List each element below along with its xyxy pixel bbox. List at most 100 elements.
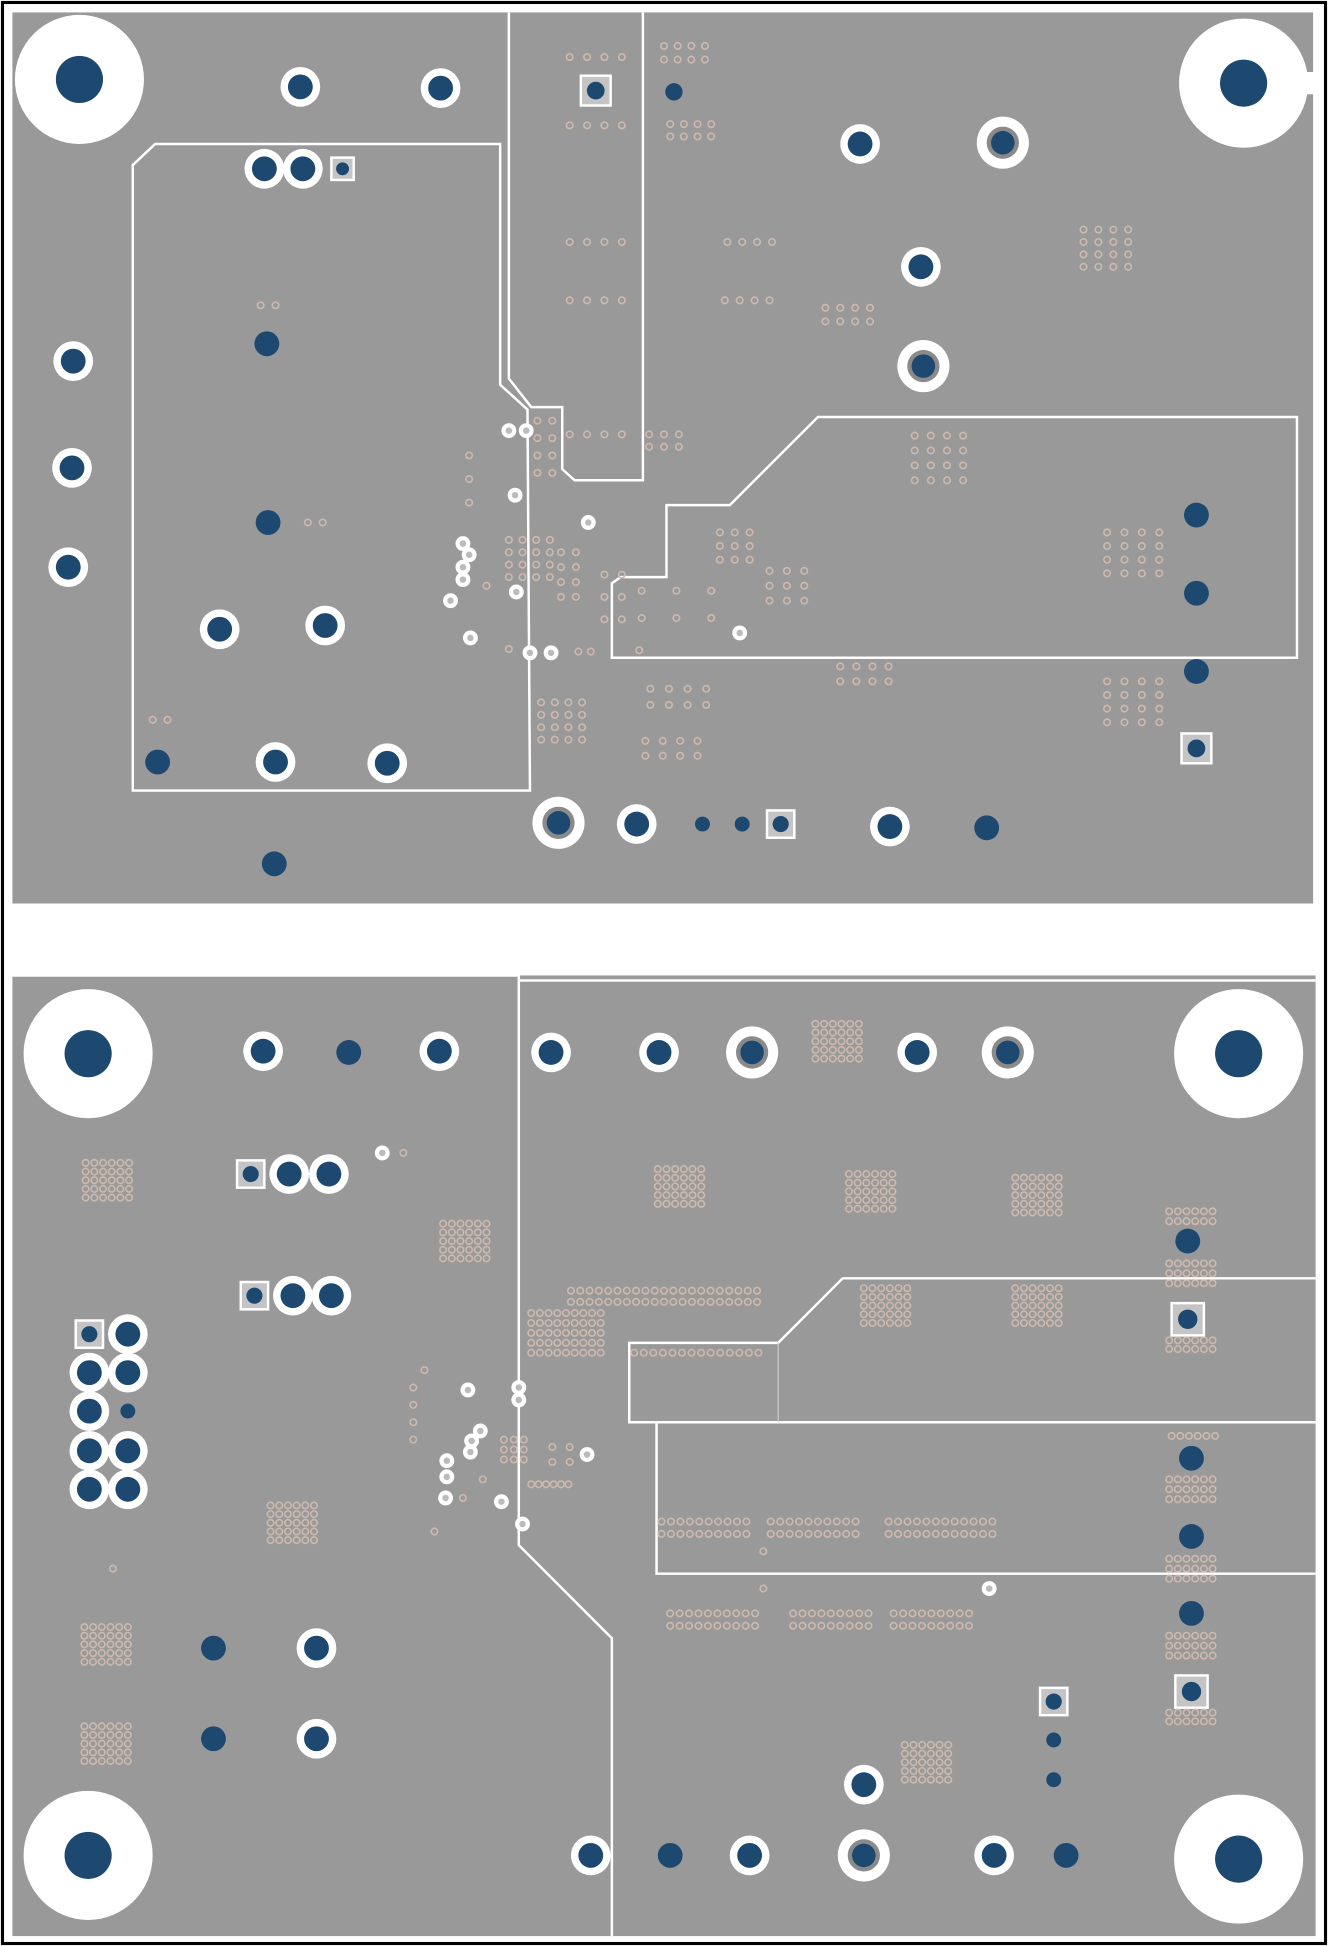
via xyxy=(664,700,673,709)
via xyxy=(600,53,609,62)
via xyxy=(837,1019,846,1028)
via xyxy=(765,566,774,575)
pad-copper xyxy=(1181,1681,1202,1702)
via xyxy=(1182,1485,1191,1494)
via xyxy=(527,1338,536,1347)
via xyxy=(765,581,774,590)
via xyxy=(548,416,557,425)
via xyxy=(1199,1345,1208,1354)
via xyxy=(1199,1336,1208,1345)
via xyxy=(673,55,682,64)
via xyxy=(1045,1310,1055,1319)
via xyxy=(846,1054,855,1063)
via xyxy=(894,1310,903,1319)
via xyxy=(80,1657,89,1666)
via xyxy=(720,296,729,305)
via xyxy=(942,446,952,455)
large-via xyxy=(460,1382,476,1398)
via xyxy=(730,542,739,551)
via xyxy=(271,301,280,310)
via xyxy=(465,1228,474,1237)
via xyxy=(1191,1269,1200,1278)
large-via xyxy=(462,1444,478,1460)
via xyxy=(564,723,573,732)
via xyxy=(564,710,573,719)
via xyxy=(482,1245,491,1254)
via xyxy=(842,1529,851,1538)
hole-slot xyxy=(1290,71,1316,95)
via xyxy=(671,1165,680,1174)
via xyxy=(1165,1495,1174,1504)
via xyxy=(688,1199,697,1208)
via xyxy=(741,1621,750,1630)
via xyxy=(868,1310,877,1319)
via xyxy=(662,1191,671,1200)
via xyxy=(754,1348,763,1357)
via xyxy=(817,1609,826,1618)
via xyxy=(807,1609,816,1618)
via xyxy=(650,1286,659,1295)
via xyxy=(641,1297,650,1306)
via xyxy=(877,1284,886,1293)
via xyxy=(735,296,744,305)
via xyxy=(617,237,626,247)
via xyxy=(694,1621,703,1630)
via xyxy=(959,431,968,440)
via xyxy=(1137,569,1146,578)
via xyxy=(700,41,709,50)
via xyxy=(844,1196,853,1205)
via xyxy=(542,1480,551,1489)
through-hole-pad xyxy=(840,124,880,164)
via xyxy=(89,1657,98,1666)
via xyxy=(1028,1173,1037,1182)
via xyxy=(1037,1318,1046,1328)
via xyxy=(1120,704,1129,713)
via xyxy=(1208,1279,1217,1288)
via xyxy=(1103,677,1112,686)
via xyxy=(910,431,919,440)
via xyxy=(884,1517,893,1526)
square-pad xyxy=(579,74,612,107)
via xyxy=(1103,718,1112,727)
via xyxy=(535,1338,544,1347)
via xyxy=(679,1165,688,1174)
via xyxy=(870,1204,880,1213)
via xyxy=(1103,704,1112,713)
via xyxy=(292,1518,301,1527)
via xyxy=(275,1510,284,1519)
via xyxy=(309,1536,319,1545)
via xyxy=(1037,1310,1046,1319)
via xyxy=(90,1193,99,1202)
via xyxy=(303,518,312,527)
via xyxy=(1037,1301,1046,1310)
large-via xyxy=(374,1145,390,1161)
via xyxy=(978,1529,988,1538)
via xyxy=(659,55,669,64)
via xyxy=(1011,1292,1020,1301)
via xyxy=(1120,555,1129,564)
via-drill xyxy=(583,1451,591,1458)
via xyxy=(854,1028,863,1037)
square-pad xyxy=(1180,732,1213,765)
via xyxy=(504,535,513,544)
via xyxy=(1124,250,1133,259)
via xyxy=(1054,1182,1063,1191)
via xyxy=(566,1297,575,1306)
via xyxy=(1103,528,1112,537)
via xyxy=(456,1245,465,1254)
via xyxy=(776,1529,785,1538)
pad-copper xyxy=(908,254,934,280)
via xyxy=(955,1621,964,1630)
through-hole-pad xyxy=(570,1835,611,1876)
via xyxy=(649,1348,658,1357)
via xyxy=(926,431,935,440)
via xyxy=(879,1204,888,1213)
via xyxy=(678,1297,687,1306)
via xyxy=(944,1749,953,1758)
via xyxy=(884,677,893,686)
via xyxy=(544,1318,553,1328)
via xyxy=(1208,1651,1217,1660)
via xyxy=(1191,1495,1200,1504)
through-hole-pad xyxy=(69,1352,110,1393)
via xyxy=(561,1318,570,1328)
